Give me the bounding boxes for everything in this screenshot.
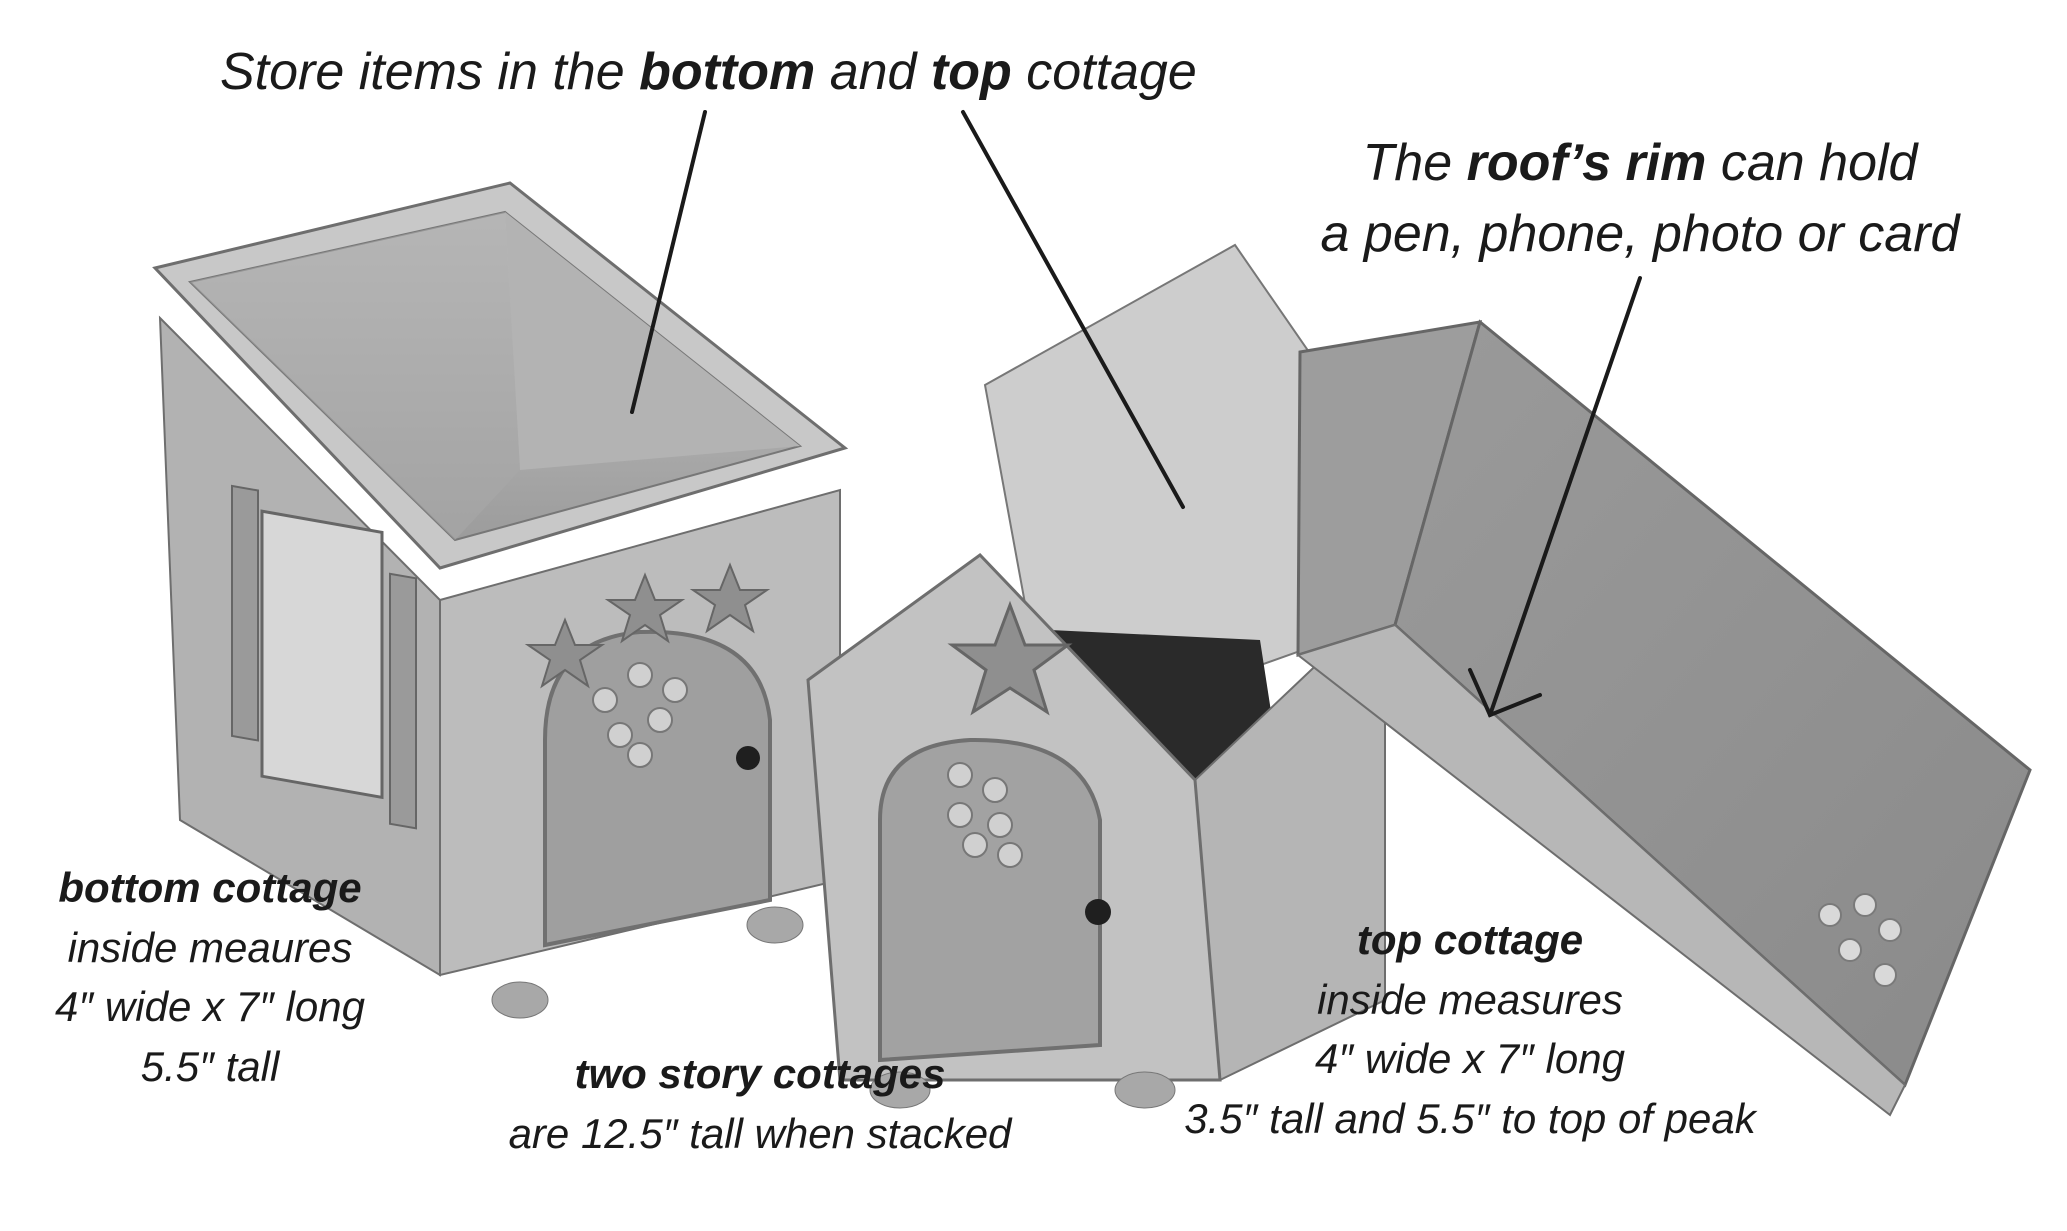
callout-lines — [630, 110, 1642, 718]
caption-title: bottom cottage — [58, 864, 362, 911]
callout-roof-line — [1488, 276, 1642, 717]
star-decoration-icon — [524, 562, 771, 689]
top-cottage-door — [878, 737, 1102, 1063]
cottage-foot — [1114, 1071, 1176, 1109]
caption-title: two story cottages — [574, 1050, 946, 1097]
caption-text: can hold — [1706, 134, 1918, 192]
caption-bottom-cottage: bottom cottage inside meaures 4″ wide x … — [30, 858, 390, 1097]
star-decoration-icon — [947, 600, 1073, 716]
caption-line: 4″ wide x 7″ long — [55, 983, 365, 1031]
flower-cluster-icon — [947, 762, 1023, 868]
caption-title: top cottage — [1356, 916, 1584, 963]
caption-line: a pen, phone, photo or card — [1320, 204, 1960, 263]
flower-cluster-icon — [592, 662, 688, 768]
bottom-cottage-window — [260, 509, 384, 800]
arrow-head-icon — [1468, 668, 1542, 718]
caption-line: are 12.5″ tall when stacked — [508, 1109, 1012, 1157]
cottage-foot — [869, 1071, 931, 1109]
door-knob-icon — [736, 746, 760, 770]
caption-line: The roof’s rim can hold — [1300, 128, 1980, 199]
caption-text: and — [815, 43, 931, 101]
caption-line: 3.5″ tall and 5.5″ to top of peak — [1184, 1094, 1756, 1142]
caption-roof-rim: The roof’s rim can hold a pen, phone, ph… — [1300, 128, 1980, 269]
cottage-foot — [746, 906, 804, 944]
caption-emphasis: roof’s rim — [1466, 134, 1707, 192]
cottage-foot — [491, 981, 549, 1019]
bottom-cottage — [152, 181, 849, 1019]
caption-line: inside meaures — [67, 923, 353, 971]
caption-text: Store items in the — [220, 43, 640, 101]
door-knob-icon — [1085, 899, 1111, 925]
flower-cluster-icon — [1818, 893, 1902, 987]
callout-top-line — [961, 110, 1185, 509]
caption-line: 5.5″ tall — [140, 1042, 280, 1090]
caption-top-cottage: top cottage inside measures 4″ wide x 7″… — [1160, 910, 1780, 1149]
roof — [1295, 319, 2032, 1117]
caption-line: 4″ wide x 7″ long — [1315, 1035, 1625, 1083]
caption-two-story: two story cottages are 12.5″ tall when s… — [480, 1044, 1040, 1163]
caption-text: cottage — [1011, 43, 1197, 101]
top-cottage — [806, 243, 1387, 1109]
caption-emphasis: bottom — [639, 43, 816, 101]
caption-emphasis: top — [930, 43, 1012, 101]
callout-bottom-line — [630, 110, 707, 414]
caption-text: The — [1362, 134, 1467, 192]
caption-line: inside measures — [1317, 975, 1623, 1023]
caption-store-items: Store items in the bottom and top cottag… — [220, 43, 1197, 101]
